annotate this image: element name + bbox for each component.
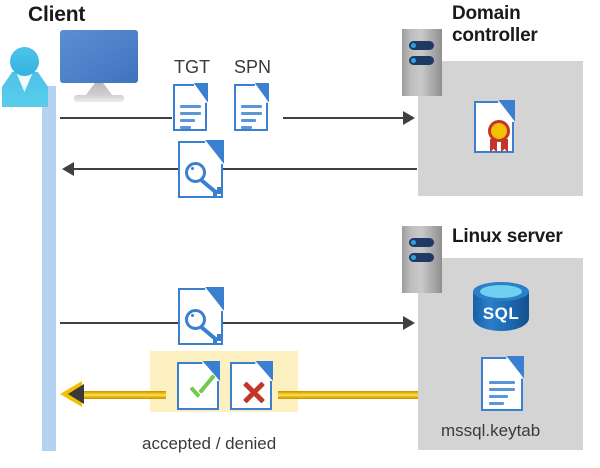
domain-controller-title: Domain controller — [452, 3, 538, 46]
ticket-key-document-icon — [178, 287, 224, 345]
result-line-gold-1 — [78, 391, 166, 399]
spn-document-icon — [234, 83, 269, 131]
key-icon — [185, 160, 222, 198]
domain-controller-server-icon — [402, 29, 442, 96]
monitor-base-icon — [74, 95, 124, 102]
server-led-bar — [409, 56, 434, 65]
keytab-document-icon — [481, 356, 524, 411]
linux-server-server-icon — [402, 226, 442, 293]
arrowhead-to-client-ticket — [62, 162, 74, 176]
result-line-gold-2 — [278, 391, 418, 399]
linux-server-title: Linux server — [452, 226, 563, 247]
spn-label: SPN — [234, 57, 272, 77]
keytab-filename-label: mssql.keytab — [441, 421, 541, 440]
key-icon — [185, 307, 222, 345]
ticket-key-document-icon — [178, 140, 224, 198]
sql-database-label: SQL — [482, 304, 520, 323]
server-led-bar — [409, 238, 434, 247]
auth-result-highlight — [150, 351, 298, 412]
message-line-response-1 — [74, 168, 178, 170]
award-rosette-icon — [486, 119, 510, 153]
message-line-present-1 — [60, 322, 178, 324]
arrowhead-result-fill — [68, 384, 84, 404]
denied-document-icon — [230, 361, 273, 410]
user-head-icon — [10, 47, 39, 76]
certificate-document-icon — [474, 100, 515, 153]
monitor-screen-icon — [60, 30, 138, 83]
accepted-document-icon — [177, 361, 220, 410]
accepted-denied-label: accepted / denied — [142, 434, 277, 453]
server-led-bar — [409, 253, 434, 262]
message-line-request-2 — [283, 117, 405, 119]
server-led-bar — [409, 41, 434, 50]
check-icon — [187, 381, 209, 402]
sql-database-icon: SQL — [473, 282, 529, 340]
tgt-document-icon — [173, 83, 208, 131]
client-lifeline — [42, 86, 56, 451]
message-line-response-2 — [223, 168, 417, 170]
client-title: Client — [28, 3, 86, 26]
arrowhead-to-domain-controller — [403, 111, 415, 125]
cross-icon — [241, 381, 261, 402]
message-line-present-2 — [223, 322, 405, 324]
tgt-label: TGT — [174, 57, 210, 77]
message-line-request-1 — [60, 117, 172, 119]
arrowhead-to-linux-server — [403, 316, 415, 330]
client-computer-icon — [0, 0, 150, 115]
